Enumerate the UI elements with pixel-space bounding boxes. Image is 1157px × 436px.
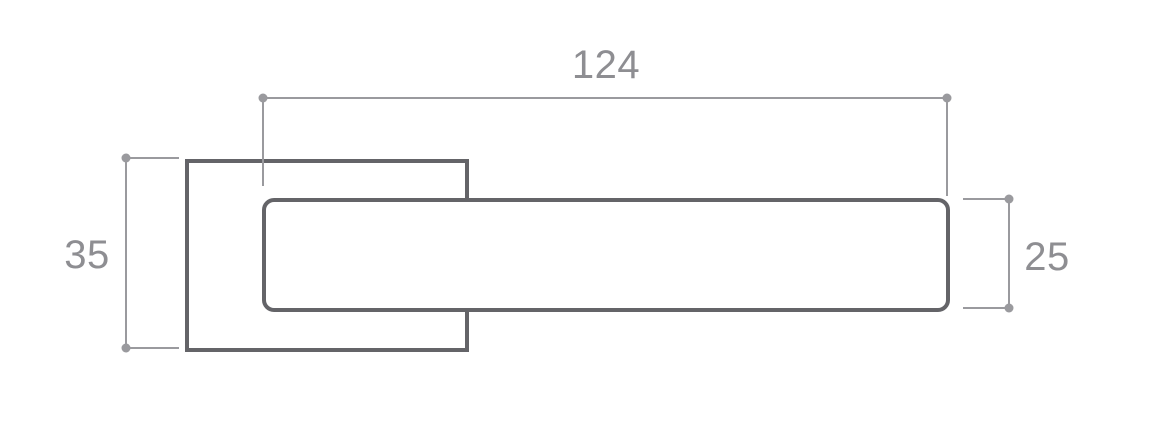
dimension-height-35: 35	[64, 153, 179, 353]
dimension-endpoint-dot-bottom	[1004, 303, 1014, 313]
product-outline-group	[185, 159, 950, 352]
dimension-label-124: 124	[572, 43, 640, 87]
dimension-label-35: 35	[64, 233, 110, 277]
dimension-label-25: 25	[1024, 235, 1070, 279]
dimension-endpoint-dot-top	[121, 153, 131, 163]
backplate-outline	[185, 159, 469, 352]
dimension-thickness-25: 25	[963, 194, 1070, 313]
dimension-endpoint-dot-right	[942, 93, 952, 103]
dimension-length-124: 124	[258, 43, 952, 196]
dimension-endpoint-dot-left	[258, 93, 268, 103]
dimension-endpoint-dot-bottom	[121, 343, 131, 353]
dimension-endpoint-dot-top	[1004, 194, 1014, 204]
lever-handle-outline	[262, 198, 950, 312]
